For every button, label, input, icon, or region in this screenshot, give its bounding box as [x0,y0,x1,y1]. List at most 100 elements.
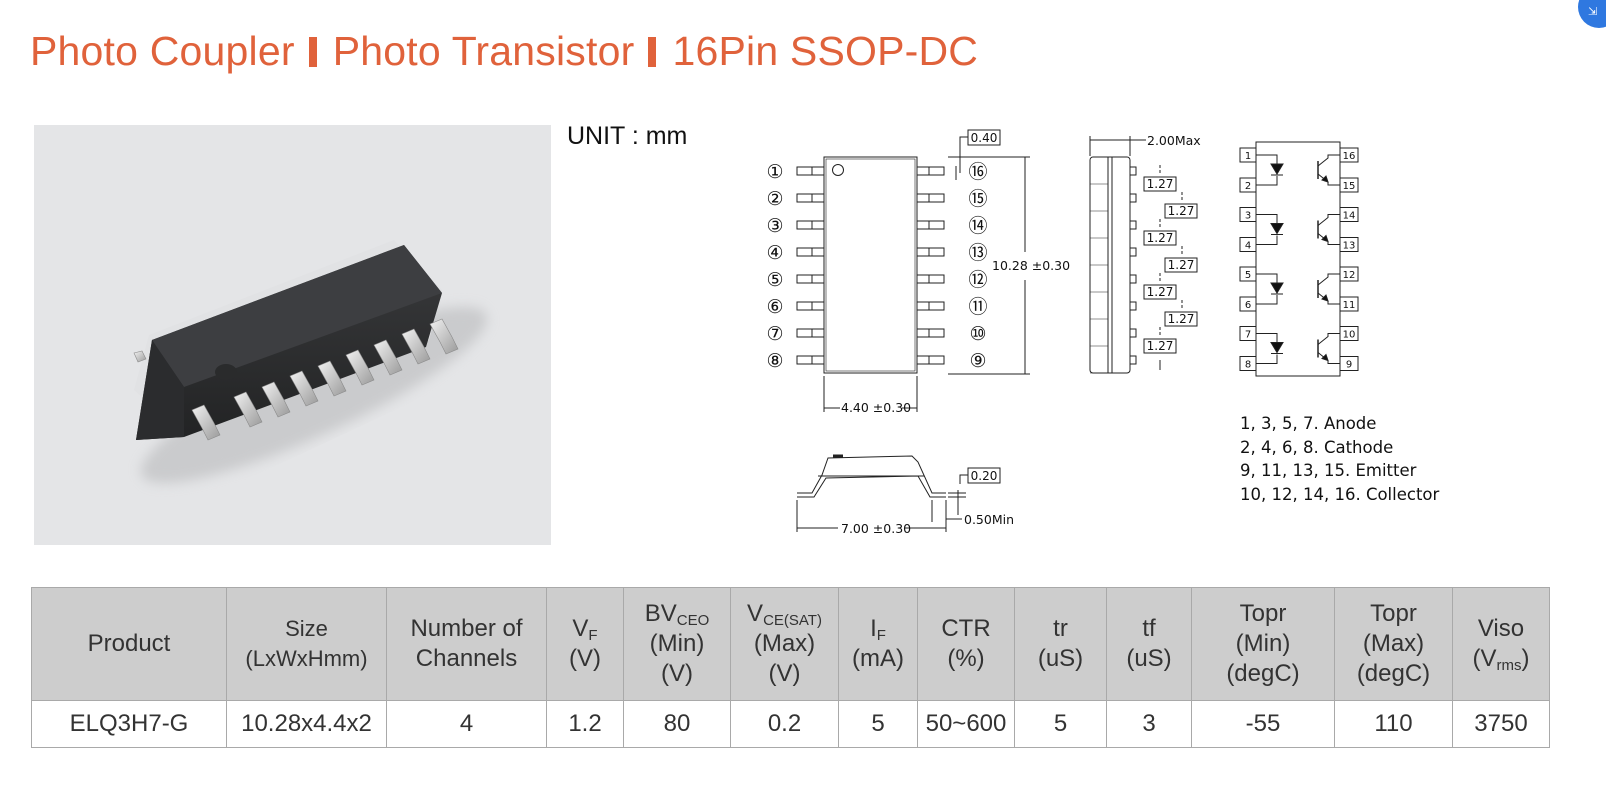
pitch-box [1143,284,1177,300]
schematic-pin-label: 3 [1245,211,1251,222]
dim-lead-width: 0.40 [971,131,998,145]
pitch-label: 1.27 [1168,204,1195,218]
table-row: ELQ3H7-G 10.28x4.4x2 4 1.2 80 0.2 5 50~6… [31,700,1550,748]
pitch-box [1143,176,1177,192]
pin-label-left: ① [766,161,783,183]
pitch-box [1143,338,1177,354]
schematic-pin-label: 4 [1245,241,1251,252]
cell-viso: 3750 [1452,700,1550,748]
dim-body-width: 4.40 ±0.30 [841,400,911,415]
led-icon [1270,163,1284,175]
pin-label-right: ⑪ [968,296,987,318]
pin-label-left: ⑧ [766,350,783,372]
pin-label-right: ⑩ [969,323,986,345]
pitch-box [1164,311,1198,327]
unit-label: UNIT : mm [567,122,688,150]
phototransistor-icon [1317,333,1340,345]
schematic-pin-label: 2 [1245,181,1251,192]
pin-label-right: ⑯ [968,161,987,183]
pitch-box [1164,203,1198,219]
side-lead [1129,220,1137,230]
lead-right [916,355,945,365]
pin-label-right: ⑫ [968,269,987,291]
schematic-pin-label: 5 [1245,270,1251,281]
pin-label-right: ⑨ [969,350,986,372]
led-icon [1270,282,1284,294]
header-tf: tf(uS) [1106,587,1192,701]
cell-tr: 5 [1014,700,1107,748]
legend-item: 10, 12, 14, 16. Collector [1240,484,1440,504]
title-part-3: 16Pin SSOP-DC [672,28,979,74]
pitch-label: 1.27 [1147,339,1174,353]
lead-left [796,328,825,338]
cell-vf: 1.2 [546,700,624,748]
pin-label-left: ⑦ [766,323,783,345]
schematic-pin-label: 15 [1343,181,1356,192]
schematic-pin-label: 7 [1245,330,1251,341]
side-lead [1129,247,1137,257]
dim-lead-thickness: 0.20 [971,469,998,483]
cell-ctr: 50~600 [917,700,1015,748]
corner-badge-icon[interactable]: ⇲ [1578,0,1606,28]
schematic-outline [1255,141,1341,377]
side-lead [1129,355,1137,365]
title-separator [308,37,317,67]
pin-label-left: ④ [766,242,783,264]
header-tr: tr(uS) [1014,587,1107,701]
schematic-pin-label: 12 [1343,270,1356,281]
dim-length: 10.28 ±0.30 [992,258,1070,273]
dim-overall-width: 7.00 ±0.30 [841,521,911,536]
pin-label-right: ⑬ [968,242,987,264]
legend-item: 1, 3, 5, 7. Anode [1240,414,1377,433]
lead-right [916,193,945,203]
phototransistor-icon [1317,214,1340,226]
schematic-pin-label: 16 [1343,151,1356,162]
phototransistor-icon [1317,154,1340,167]
lead-right [916,247,945,257]
pin-label-right: ⑮ [968,188,987,210]
lead-left [796,355,825,365]
title-separator [648,37,657,67]
cell-tf: 3 [1106,700,1192,748]
schematic-pin-label: 9 [1346,360,1352,371]
legend-item: 2, 4, 6, 8. Cathode [1240,437,1394,457]
lead-right [916,301,945,311]
cell-if: 5 [838,700,918,748]
title-part-1: Photo Coupler [30,28,295,74]
top-view-leads [796,166,945,365]
pin-label-left: ② [766,188,783,210]
cell-topr-min: -55 [1191,700,1335,748]
pin-label-right: ⑭ [968,215,987,237]
lead-right [916,328,945,338]
side-lead [1129,301,1137,311]
cell-size: 10.28x4.4x2 [226,700,387,748]
schematic-pin-label: 10 [1343,330,1356,341]
pitch-label: 1.27 [1147,285,1174,299]
front-view-outline [797,455,946,494]
pitch-label: 1.27 [1168,258,1195,272]
cell-topr-max: 110 [1334,700,1453,748]
pin-label-left: ⑤ [766,269,783,291]
header-vf: VF(V) [546,587,624,701]
header-size: Size(LxWxHmm) [226,587,387,701]
pin-label-left: ③ [766,215,783,237]
side-view-leads [1090,166,1137,374]
dim-lead-length: 0.50Min [964,512,1014,527]
cell-vcesat: 0.2 [730,700,839,748]
cell-bvceo: 80 [623,700,731,748]
pitch-label: 1.27 [1147,177,1174,191]
pitch-dimensions: 1.271.271.271.271.271.271.27 [1143,165,1198,370]
dim-height: 2.00Max [1147,133,1201,148]
lead-right [916,166,945,176]
schematic-pin-label: 8 [1245,360,1251,371]
cell-channels: 4 [386,700,547,748]
pitch-label: 1.27 [1168,312,1195,326]
header-topr-max: Topr(Max)(degC) [1334,587,1453,701]
lead-right [916,220,945,230]
phototransistor-icon [1317,273,1340,286]
led-icon [1270,223,1284,235]
header-bvceo: BVCEO(Min)(V) [623,587,731,701]
